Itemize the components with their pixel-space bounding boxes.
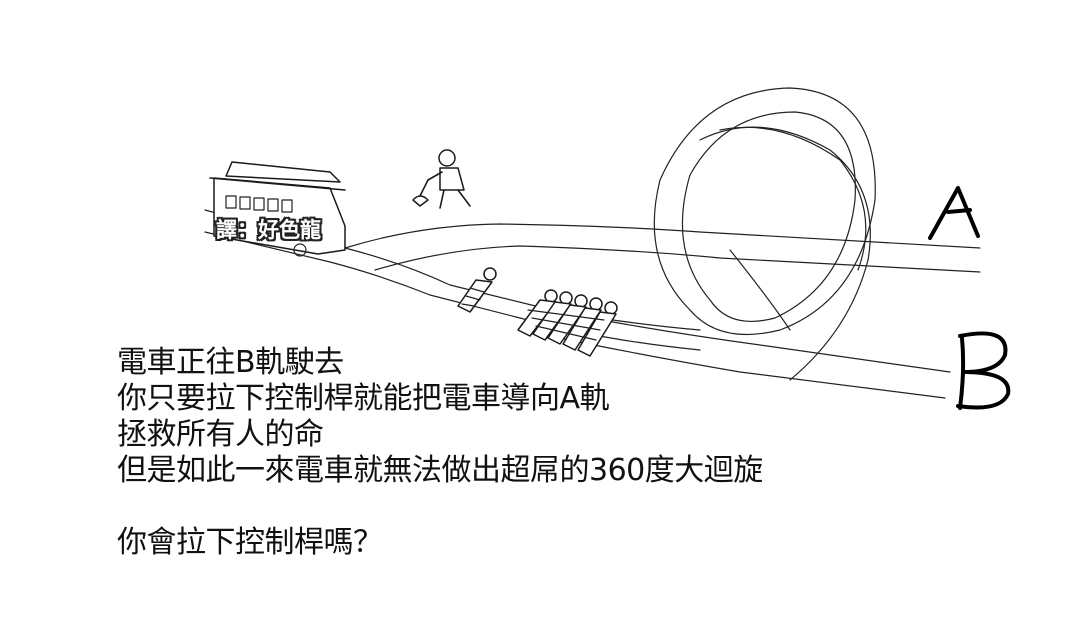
- caption-question: 你會拉下控制桿嗎？: [117, 525, 383, 560]
- track-b-label: B: [956, 331, 1011, 410]
- trolley: [209, 161, 346, 257]
- caption-text: 電車正往B軌駛去 你只要拉下控制桿就能把電車導向A軌 拯救所有人的命 但是如此一…: [117, 345, 763, 561]
- man-at-lever: [412, 149, 471, 209]
- person-on-track-a: [457, 267, 497, 313]
- five-people-on-track-b: [517, 289, 618, 357]
- caption-line-2: 你只要拉下控制桿就能把電車導向A軌: [117, 381, 610, 416]
- caption-line-4: 但是如此一來電車就無法做出超屌的360度大迴旋: [117, 453, 763, 488]
- caption-line-1: 電車正往B軌駛去: [117, 345, 344, 380]
- track-a-label: A: [928, 186, 980, 240]
- caption-spacer: [117, 489, 763, 525]
- caption-line-3: 拯救所有人的命: [117, 417, 324, 452]
- loop-track: [653, 87, 876, 381]
- translator-watermark: 譯：好色龍: [216, 218, 321, 242]
